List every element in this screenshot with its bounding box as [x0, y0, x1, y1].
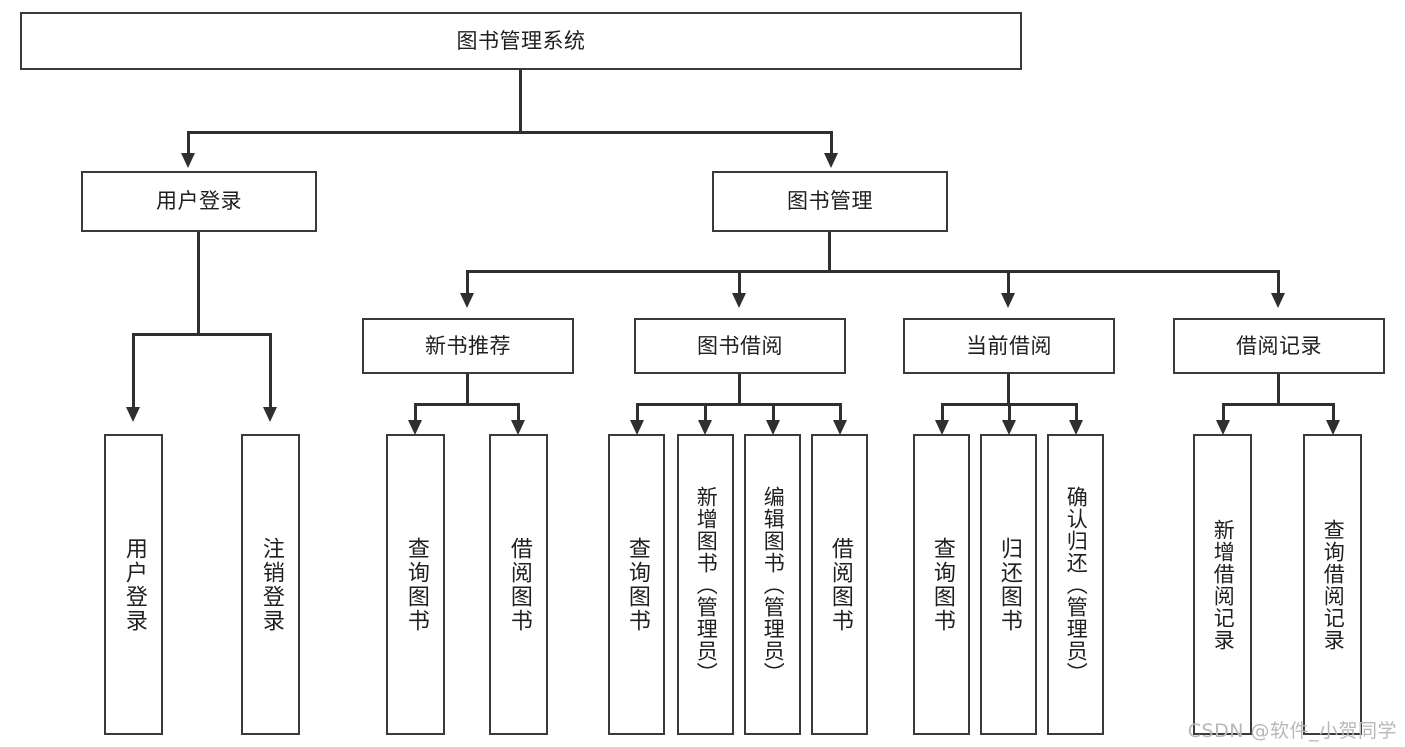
node-label: 新增图书（管理员）	[694, 485, 719, 684]
connector-bm-drop-1	[466, 270, 469, 296]
node-label: 当前借阅	[966, 333, 1052, 358]
node-label: 查询图书	[403, 536, 429, 633]
node-leaf-borrow-book-2[interactable]: 借阅图书	[811, 434, 868, 735]
node-current-borrow[interactable]: 当前借阅	[903, 318, 1115, 374]
node-leaf-query-book-2[interactable]: 查询图书	[608, 434, 665, 735]
connector-cb-drop-3	[1075, 403, 1078, 423]
connector-nbr-drop-2	[517, 403, 520, 423]
arrowhead-leaf-add-book	[698, 420, 712, 435]
connector-br-stem	[1277, 374, 1280, 405]
connector-br-drop-2	[1332, 403, 1335, 423]
node-label: 图书管理系统	[456, 28, 586, 53]
node-leaf-confirm-return[interactable]: 确认归还（管理员）	[1047, 434, 1104, 735]
node-borrow-record[interactable]: 借阅记录	[1173, 318, 1385, 374]
connector-bb-drop-1	[636, 403, 639, 423]
node-label: 新增借阅记录	[1211, 518, 1236, 651]
arrowhead-leaf-query-book-3	[935, 420, 949, 435]
arrowhead-leaf-borrow-book-2	[833, 420, 847, 435]
connector-bm-drop-2	[738, 270, 741, 296]
node-leaf-borrow-book-1[interactable]: 借阅图书	[489, 434, 548, 735]
node-leaf-query-book-3[interactable]: 查询图书	[913, 434, 970, 735]
arrowhead-user-login	[181, 153, 195, 168]
node-leaf-user-login[interactable]: 用户登录	[104, 434, 163, 735]
node-label: 图书管理	[787, 189, 873, 214]
connector-nbr-bar	[414, 403, 520, 406]
arrowhead-borrow-record	[1271, 293, 1285, 308]
connector-book-management-bar	[466, 270, 1280, 273]
connector-bb-drop-4	[839, 403, 842, 423]
node-label: 用户登录	[156, 189, 242, 214]
node-leaf-add-record[interactable]: 新增借阅记录	[1193, 434, 1252, 735]
node-root-system[interactable]: 图书管理系统	[20, 12, 1022, 70]
connector-nbr-drop-1	[414, 403, 417, 423]
arrowhead-leaf-return-book	[1002, 420, 1016, 435]
node-label: 用户登录	[121, 536, 147, 633]
node-label: 查询图书	[624, 536, 650, 633]
connector-bm-drop-3	[1007, 270, 1010, 296]
node-label: 新书推荐	[425, 333, 511, 358]
arrowhead-leaf-confirm-return	[1069, 420, 1083, 435]
arrowhead-leaf-user-logout	[263, 407, 277, 422]
connector-to-book-management	[830, 131, 833, 156]
node-leaf-return-book[interactable]: 归还图书	[980, 434, 1037, 735]
node-leaf-query-record[interactable]: 查询借阅记录	[1303, 434, 1362, 735]
connector-bb-bar	[636, 403, 841, 406]
arrowhead-book-borrow	[732, 293, 746, 308]
arrowhead-leaf-query-book-1	[408, 420, 422, 435]
arrowhead-leaf-edit-book	[766, 420, 780, 435]
connector-cb-drop-2	[1008, 403, 1011, 423]
arrowhead-current-borrow	[1001, 293, 1015, 308]
node-label: 归还图书	[996, 536, 1022, 633]
node-label: 图书借阅	[697, 333, 783, 358]
connector-br-drop-1	[1222, 403, 1225, 423]
node-leaf-query-book-1[interactable]: 查询图书	[386, 434, 445, 735]
arrowhead-leaf-query-record	[1326, 420, 1340, 435]
connector-root-bar	[187, 131, 833, 134]
node-book-management[interactable]: 图书管理	[712, 171, 948, 232]
connector-book-management-stem	[828, 232, 831, 272]
node-leaf-edit-book[interactable]: 编辑图书（管理员）	[744, 434, 801, 735]
connector-nbr-stem	[466, 374, 469, 405]
connector-bb-stem	[738, 374, 741, 405]
node-label: 借阅记录	[1236, 333, 1322, 358]
node-label: 查询借阅记录	[1321, 518, 1346, 651]
connector-bb-drop-2	[704, 403, 707, 423]
arrowhead-leaf-add-record	[1216, 420, 1230, 435]
node-user-login[interactable]: 用户登录	[81, 171, 317, 232]
node-label: 借阅图书	[506, 536, 532, 633]
connector-cb-drop-1	[941, 403, 944, 423]
node-new-book-recommend[interactable]: 新书推荐	[362, 318, 574, 374]
node-label: 借阅图书	[827, 536, 853, 633]
connector-bm-drop-4	[1277, 270, 1280, 296]
connector-user-login-bar	[132, 333, 272, 336]
connector-root-stem	[519, 70, 522, 133]
node-leaf-user-logout[interactable]: 注销登录	[241, 434, 300, 735]
connector-bb-drop-3	[772, 403, 775, 423]
node-label: 确认归还（管理员）	[1064, 485, 1089, 684]
node-label: 编辑图书（管理员）	[761, 485, 786, 684]
arrowhead-book-management	[824, 153, 838, 168]
connector-user-login-drop-2	[269, 333, 272, 410]
arrowhead-leaf-query-book-2	[630, 420, 644, 435]
arrowhead-leaf-borrow-book-1	[511, 420, 525, 435]
connector-user-login-drop-1	[132, 333, 135, 410]
connector-cb-stem	[1007, 374, 1010, 405]
connector-br-bar	[1222, 403, 1335, 406]
arrowhead-new-book-recommend	[460, 293, 474, 308]
arrowhead-leaf-user-login	[126, 407, 140, 422]
connector-user-login-stem	[197, 232, 200, 335]
node-leaf-add-book[interactable]: 新增图书（管理员）	[677, 434, 734, 735]
node-label: 查询图书	[929, 536, 955, 633]
node-label: 注销登录	[258, 536, 284, 633]
connector-to-user-login	[187, 131, 190, 156]
node-book-borrow[interactable]: 图书借阅	[634, 318, 846, 374]
